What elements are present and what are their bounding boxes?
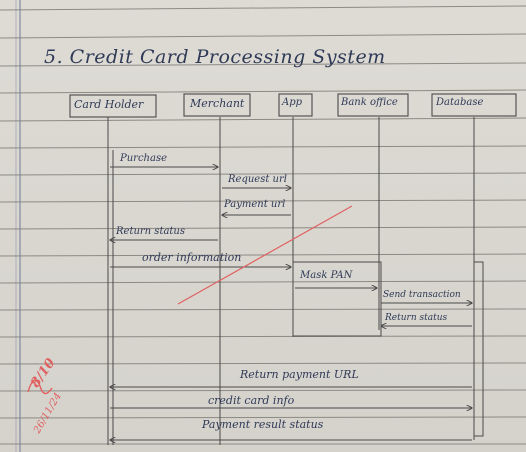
message-label-credit-card-info: credit card info <box>208 394 295 407</box>
message-label-payment-url: Payment url <box>224 199 286 210</box>
actor-label-merchant: Merchant <box>190 97 245 110</box>
page-title: 5. Credit Card Processing System <box>44 46 386 68</box>
actor-box-app <box>278 93 313 117</box>
message-label-return-payment-url: Return payment URL <box>240 368 359 381</box>
red-tick-mark <box>27 379 53 395</box>
message-label-mask-pan: Mask PAN <box>300 270 353 281</box>
message-label-order-information: order information <box>142 251 242 264</box>
message-label-request-url: Request url <box>228 174 287 185</box>
red-strike-line <box>177 205 353 305</box>
message-label-send-transaction: Send transaction <box>383 290 461 300</box>
message-label-payment-result-status: Payment result status <box>202 418 324 431</box>
actor-box-card-holder <box>69 94 157 118</box>
actor-label-database: Database <box>436 97 484 108</box>
actor-box-merchant <box>183 93 251 117</box>
ruled-lines <box>0 5 526 445</box>
message-label-purchase: Purchase <box>120 153 168 164</box>
message-label-return-status: Return status <box>116 226 186 237</box>
actor-label-app: App <box>282 97 303 108</box>
actor-label-card-holder: Card Holder <box>74 98 144 111</box>
actor-label-bank-office: Bank office <box>341 97 398 108</box>
activation-app <box>292 261 382 337</box>
activation-database <box>473 261 484 437</box>
message-label-return-status-db: Return status <box>385 313 448 323</box>
actor-box-database <box>431 93 517 117</box>
actor-box-bank-office <box>337 93 409 117</box>
